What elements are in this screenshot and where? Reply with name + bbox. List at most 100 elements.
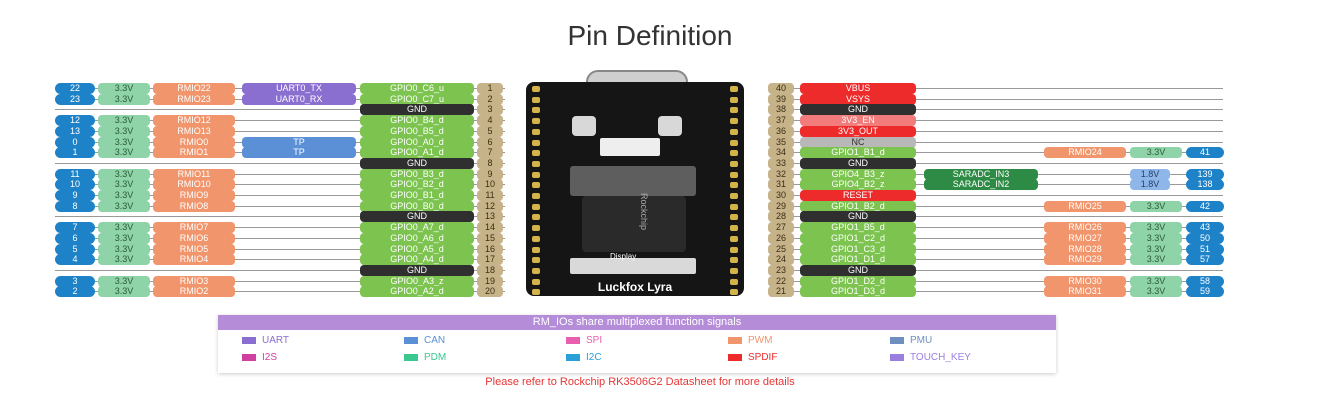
voltage-label: 3.3V [98, 115, 150, 126]
legend-label: PDM [424, 352, 447, 363]
voltage-label: 3.3V [98, 286, 150, 297]
rmio-label: RMIO8 [153, 201, 235, 212]
gpio-number: 4 [55, 254, 95, 265]
gpio-number: 5 [55, 244, 95, 255]
uart-label: UART0_TX [242, 83, 356, 94]
legend-label: UART [262, 335, 290, 346]
connector-line [55, 206, 505, 207]
gpio-number: 41 [1186, 147, 1224, 158]
board-pad [730, 150, 738, 156]
gnd-label: GND [360, 265, 474, 276]
voltage-label: 1.8V [1130, 169, 1170, 180]
pin-number: 24 [768, 254, 794, 265]
tp-label: TP [242, 137, 356, 148]
gpio-number: 57 [1186, 254, 1224, 265]
legend-label: PWM [748, 335, 773, 346]
pin-number: 3 [477, 104, 503, 115]
rmio-label: RMIO0 [153, 137, 235, 148]
voltage-label: 3.3V [98, 179, 150, 190]
connector-line [768, 227, 1223, 228]
legend-swatch [728, 353, 742, 361]
legend-item: I2C [566, 352, 602, 363]
connector-line [55, 120, 505, 121]
legend-label: CAN [424, 335, 446, 346]
board-pad [532, 107, 540, 113]
rmio-label: RMIO25 [1044, 201, 1126, 212]
gpio-number: 13 [55, 126, 95, 137]
board-pad [730, 236, 738, 242]
gnd-label: GND [360, 104, 474, 115]
gpio-label: GPIO0_A7_d [360, 222, 474, 233]
connector-line [768, 206, 1223, 207]
connector-line [55, 174, 505, 175]
pin-number: 36 [768, 126, 794, 137]
gpio-number: 11 [55, 169, 95, 180]
legend-label: PMU [910, 335, 933, 346]
gpio-label: GPIO4_B3_z [800, 169, 916, 180]
voltage-label: 3.3V [98, 233, 150, 244]
board-pad [532, 140, 540, 146]
rmio-label: RMIO2 [153, 286, 235, 297]
power-label: VSYS [800, 94, 916, 105]
connector-line [768, 270, 1223, 271]
connector-line [55, 195, 505, 196]
voltage-label: 3.3V [1130, 233, 1182, 244]
board-pad [730, 279, 738, 285]
connector-line [768, 142, 1223, 143]
board-pad [532, 289, 540, 295]
voltage-label: 3.3V [98, 190, 150, 201]
gpio-label: GPIO0_B1_d [360, 190, 474, 201]
pin-number: 1 [477, 83, 503, 94]
connector-line [768, 216, 1223, 217]
voltage-label: 3.3V [1130, 222, 1182, 233]
legend-swatch [890, 353, 904, 361]
rmio-label: RMIO10 [153, 179, 235, 190]
rmio-label: RMIO28 [1044, 244, 1126, 255]
gpio-number: 3 [55, 276, 95, 287]
rmio-label: RMIO13 [153, 126, 235, 137]
board-pad [532, 268, 540, 274]
pin-number: 38 [768, 104, 794, 115]
board-pad [730, 247, 738, 253]
board-pad [532, 97, 540, 103]
board-pad [532, 247, 540, 253]
board-pad [730, 172, 738, 178]
gpio-number: 23 [55, 94, 95, 105]
connector-line [55, 216, 505, 217]
pin-number: 40 [768, 83, 794, 94]
gpio-number: 59 [1186, 286, 1224, 297]
connector-line [55, 131, 505, 132]
legend-label: I2C [586, 352, 602, 363]
connector-line [768, 152, 1223, 153]
board-connector [600, 138, 660, 156]
board-pad [532, 150, 540, 156]
pin-number: 35 [768, 137, 794, 148]
saradc-label: SARADC_IN3 [924, 169, 1038, 180]
rmio-label: RMIO22 [153, 83, 235, 94]
voltage-label: 3.3V [98, 244, 150, 255]
connector-line [768, 281, 1223, 282]
connector-line [55, 184, 505, 185]
board-pad [730, 225, 738, 231]
board-pad [730, 97, 738, 103]
gpio-number: 22 [55, 83, 95, 94]
board-pad [730, 86, 738, 92]
pin-number: 17 [477, 254, 503, 265]
legend-box: RM_IOs share multiplexed function signal… [218, 315, 1056, 373]
legend-swatch [242, 353, 256, 361]
voltage-label: 3.3V [98, 254, 150, 265]
legend-swatch [890, 336, 904, 344]
pin-number: 15 [477, 233, 503, 244]
gpio-number: 50 [1186, 233, 1224, 244]
connector-line [55, 259, 505, 260]
pin-number: 5 [477, 126, 503, 137]
pin-number: 13 [477, 211, 503, 222]
gpio-label: GPIO1_D1_d [800, 254, 916, 265]
gpio-number: 9 [55, 190, 95, 201]
rmio-label: RMIO30 [1044, 276, 1126, 287]
pin-number: 32 [768, 169, 794, 180]
gpio-label: GPIO0_B2_d [360, 179, 474, 190]
legend-label: SPI [586, 335, 603, 346]
gpio-label: GPIO0_A6_d [360, 233, 474, 244]
connector-line [768, 120, 1223, 121]
